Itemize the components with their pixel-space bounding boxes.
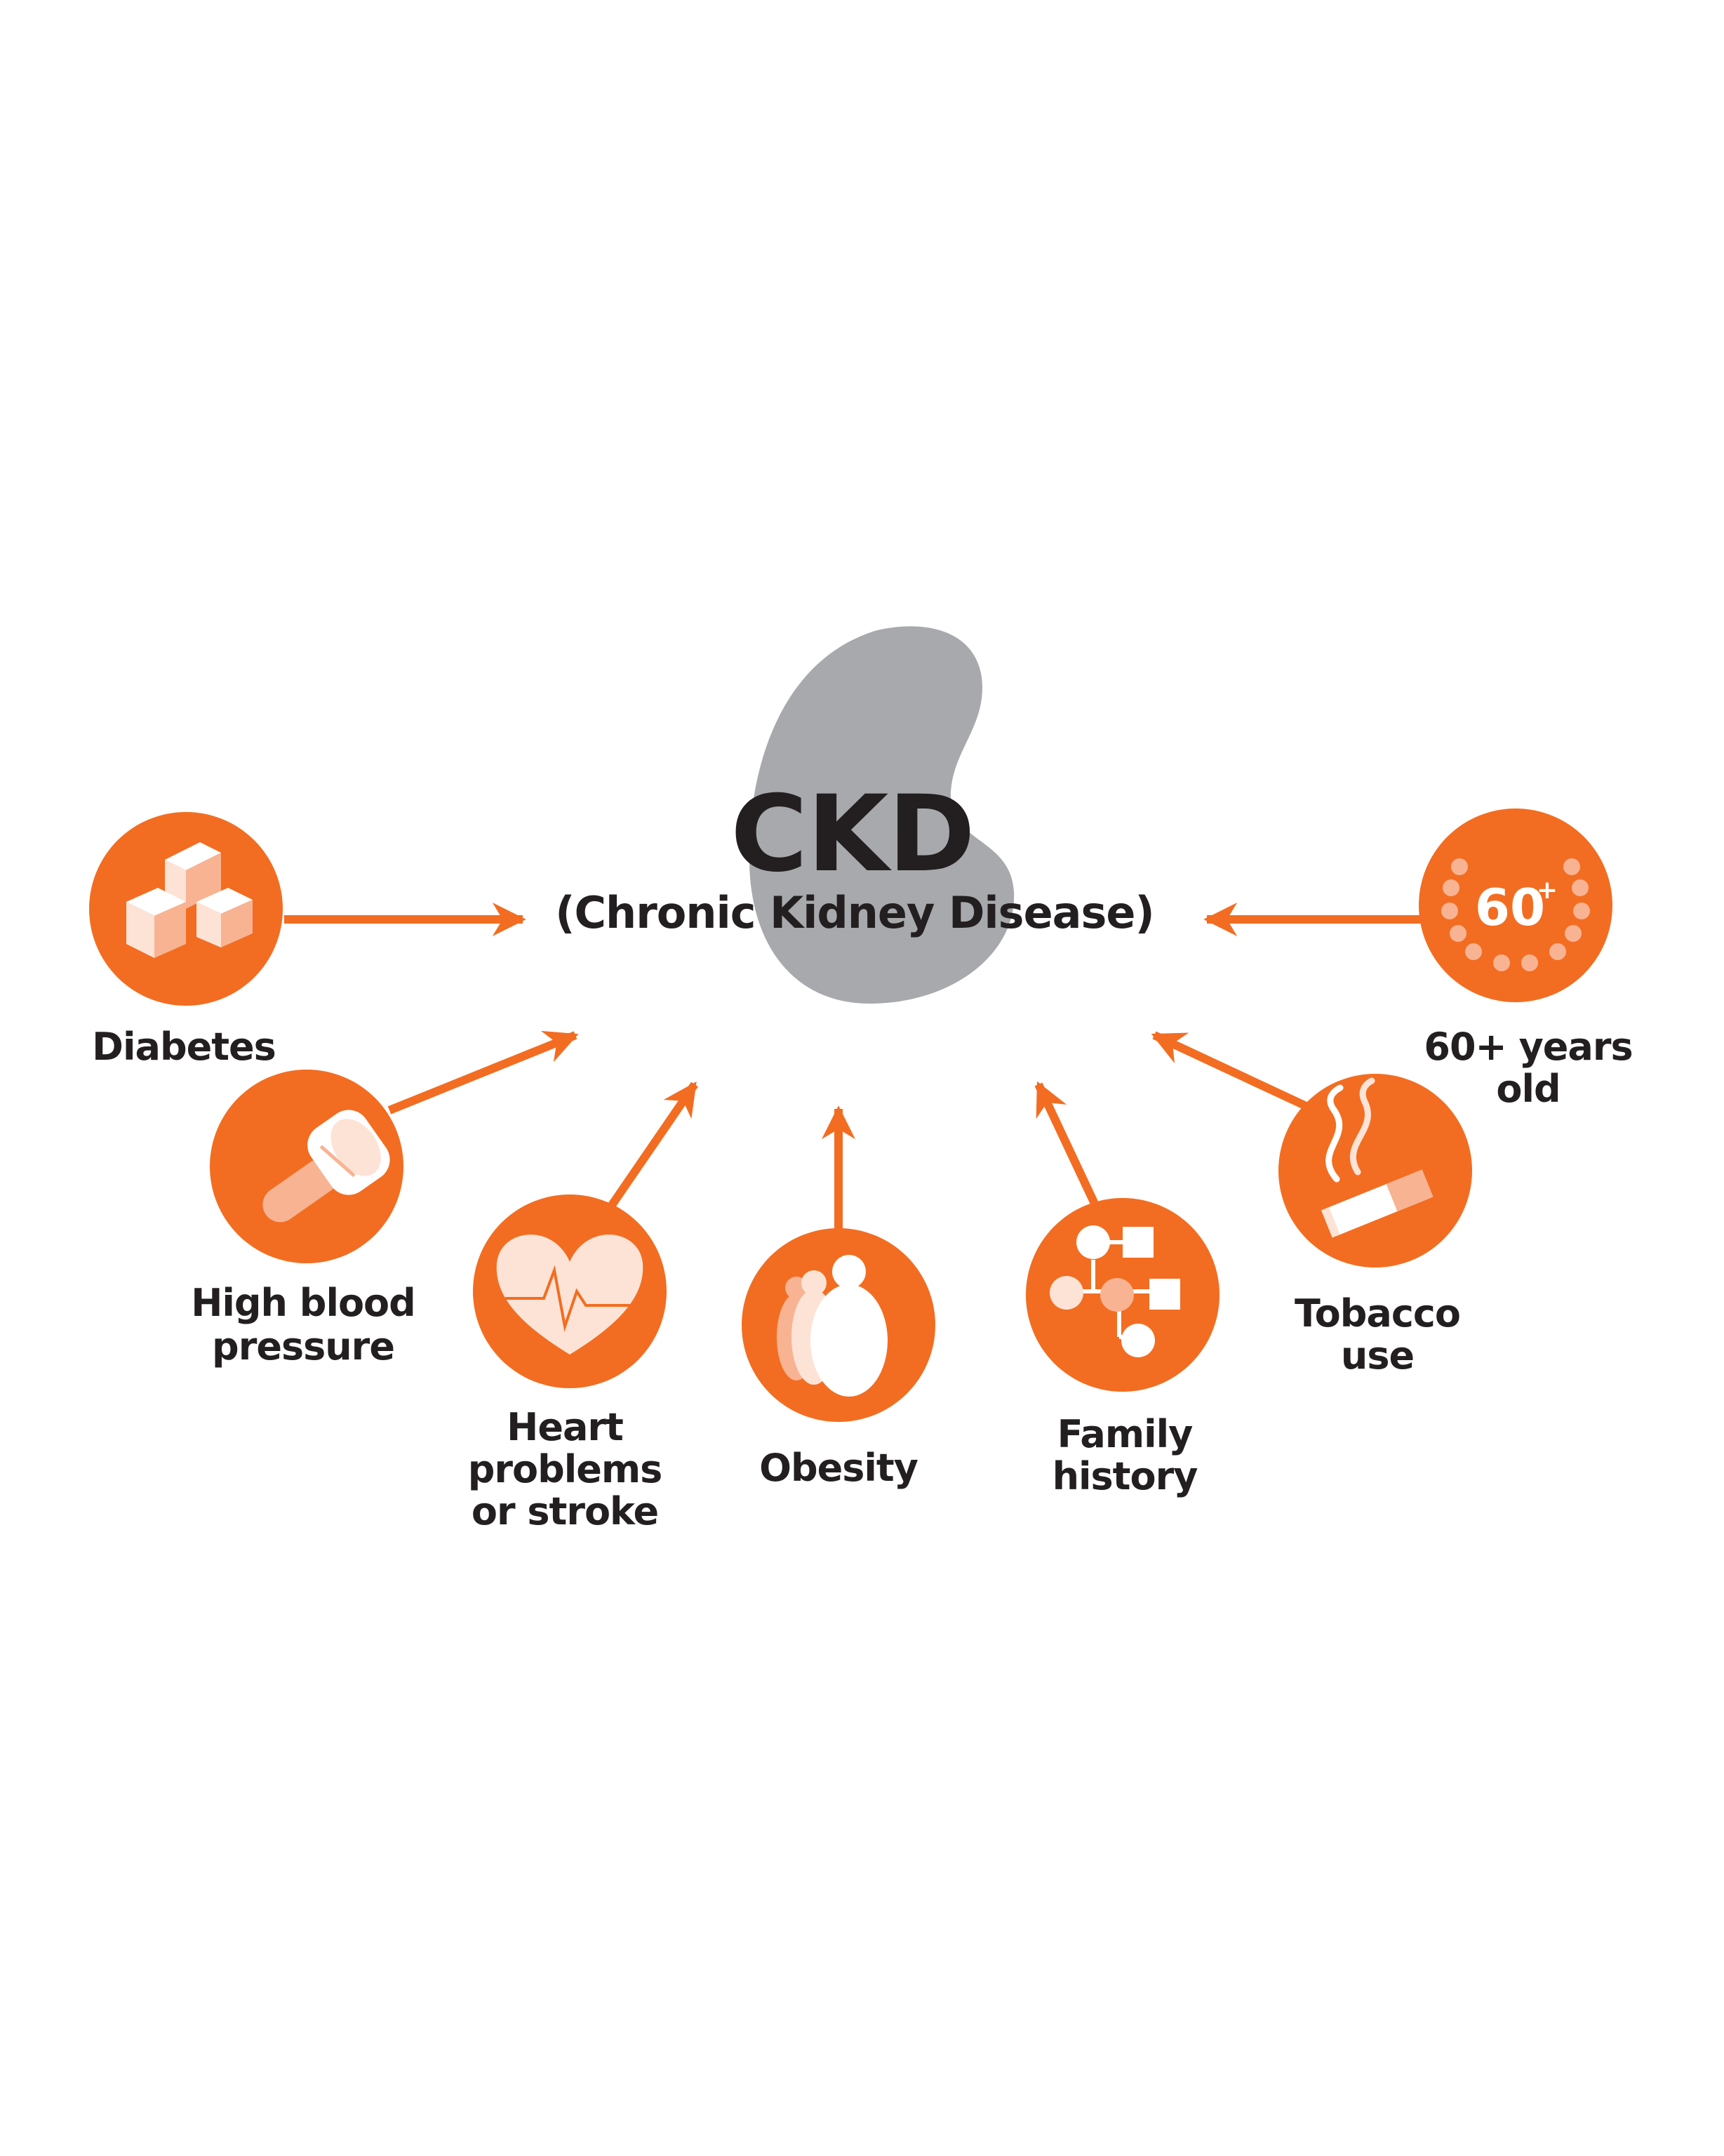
arrow-blood-pressure xyxy=(387,1030,579,1114)
risk-family-history xyxy=(1026,1198,1220,1392)
svg-text:Family: Family xyxy=(1057,1412,1193,1456)
svg-text:pressure: pressure xyxy=(212,1324,394,1369)
svg-text:old: old xyxy=(1496,1067,1560,1111)
risk-diabetes xyxy=(89,812,283,1006)
cigarette-icon xyxy=(1321,1077,1434,1238)
risk-age: 60 + xyxy=(1419,808,1612,1002)
svg-text:use: use xyxy=(1341,1333,1414,1378)
risk-tobacco xyxy=(1278,1074,1472,1267)
heart-ecg-icon xyxy=(496,1235,643,1355)
svg-text:High blood: High blood xyxy=(191,1281,415,1325)
overweight-people-icon xyxy=(777,1255,888,1397)
label-tobacco: Tobacco use xyxy=(1295,1291,1461,1378)
age-60-laurel-icon xyxy=(1441,858,1590,971)
sugar-cubes-icon xyxy=(126,842,253,958)
label-heart: Heart problems or stroke xyxy=(468,1405,663,1533)
svg-text:problems: problems xyxy=(468,1447,662,1491)
risk-high-blood-pressure xyxy=(210,1070,403,1263)
age-badge-number: 60 xyxy=(1475,878,1545,937)
risk-obesity xyxy=(742,1228,935,1422)
arrows xyxy=(284,903,1421,1232)
arrow-heart xyxy=(607,1082,698,1210)
age-badge-plus: + xyxy=(1537,876,1558,905)
label-family-history: Family history xyxy=(1053,1412,1199,1498)
svg-text:history: history xyxy=(1053,1454,1198,1498)
center-subtitle: (Chronic Kidney Disease) xyxy=(555,887,1154,938)
arrow-tobacco xyxy=(1151,1031,1314,1113)
risk-heart xyxy=(473,1195,667,1388)
svg-text:Diabetes: Diabetes xyxy=(92,1025,276,1069)
label-obesity: Obesity xyxy=(759,1446,919,1490)
center-title: CKD xyxy=(730,773,975,896)
svg-text:Tobacco: Tobacco xyxy=(1295,1291,1460,1336)
svg-text:60+ years: 60+ years xyxy=(1424,1025,1632,1069)
arrow-family xyxy=(1034,1081,1099,1206)
kidney-shape xyxy=(749,626,1015,1004)
label-diabetes: Diabetes xyxy=(92,1025,276,1069)
svg-text:Obesity: Obesity xyxy=(759,1446,918,1490)
salt-shaker-icon xyxy=(262,1110,390,1223)
svg-text:Heart: Heart xyxy=(507,1405,623,1449)
svg-text:or stroke: or stroke xyxy=(472,1489,658,1533)
label-age: 60+ years old xyxy=(1424,1025,1633,1111)
label-high-blood-pressure: High blood pressure xyxy=(191,1281,416,1369)
